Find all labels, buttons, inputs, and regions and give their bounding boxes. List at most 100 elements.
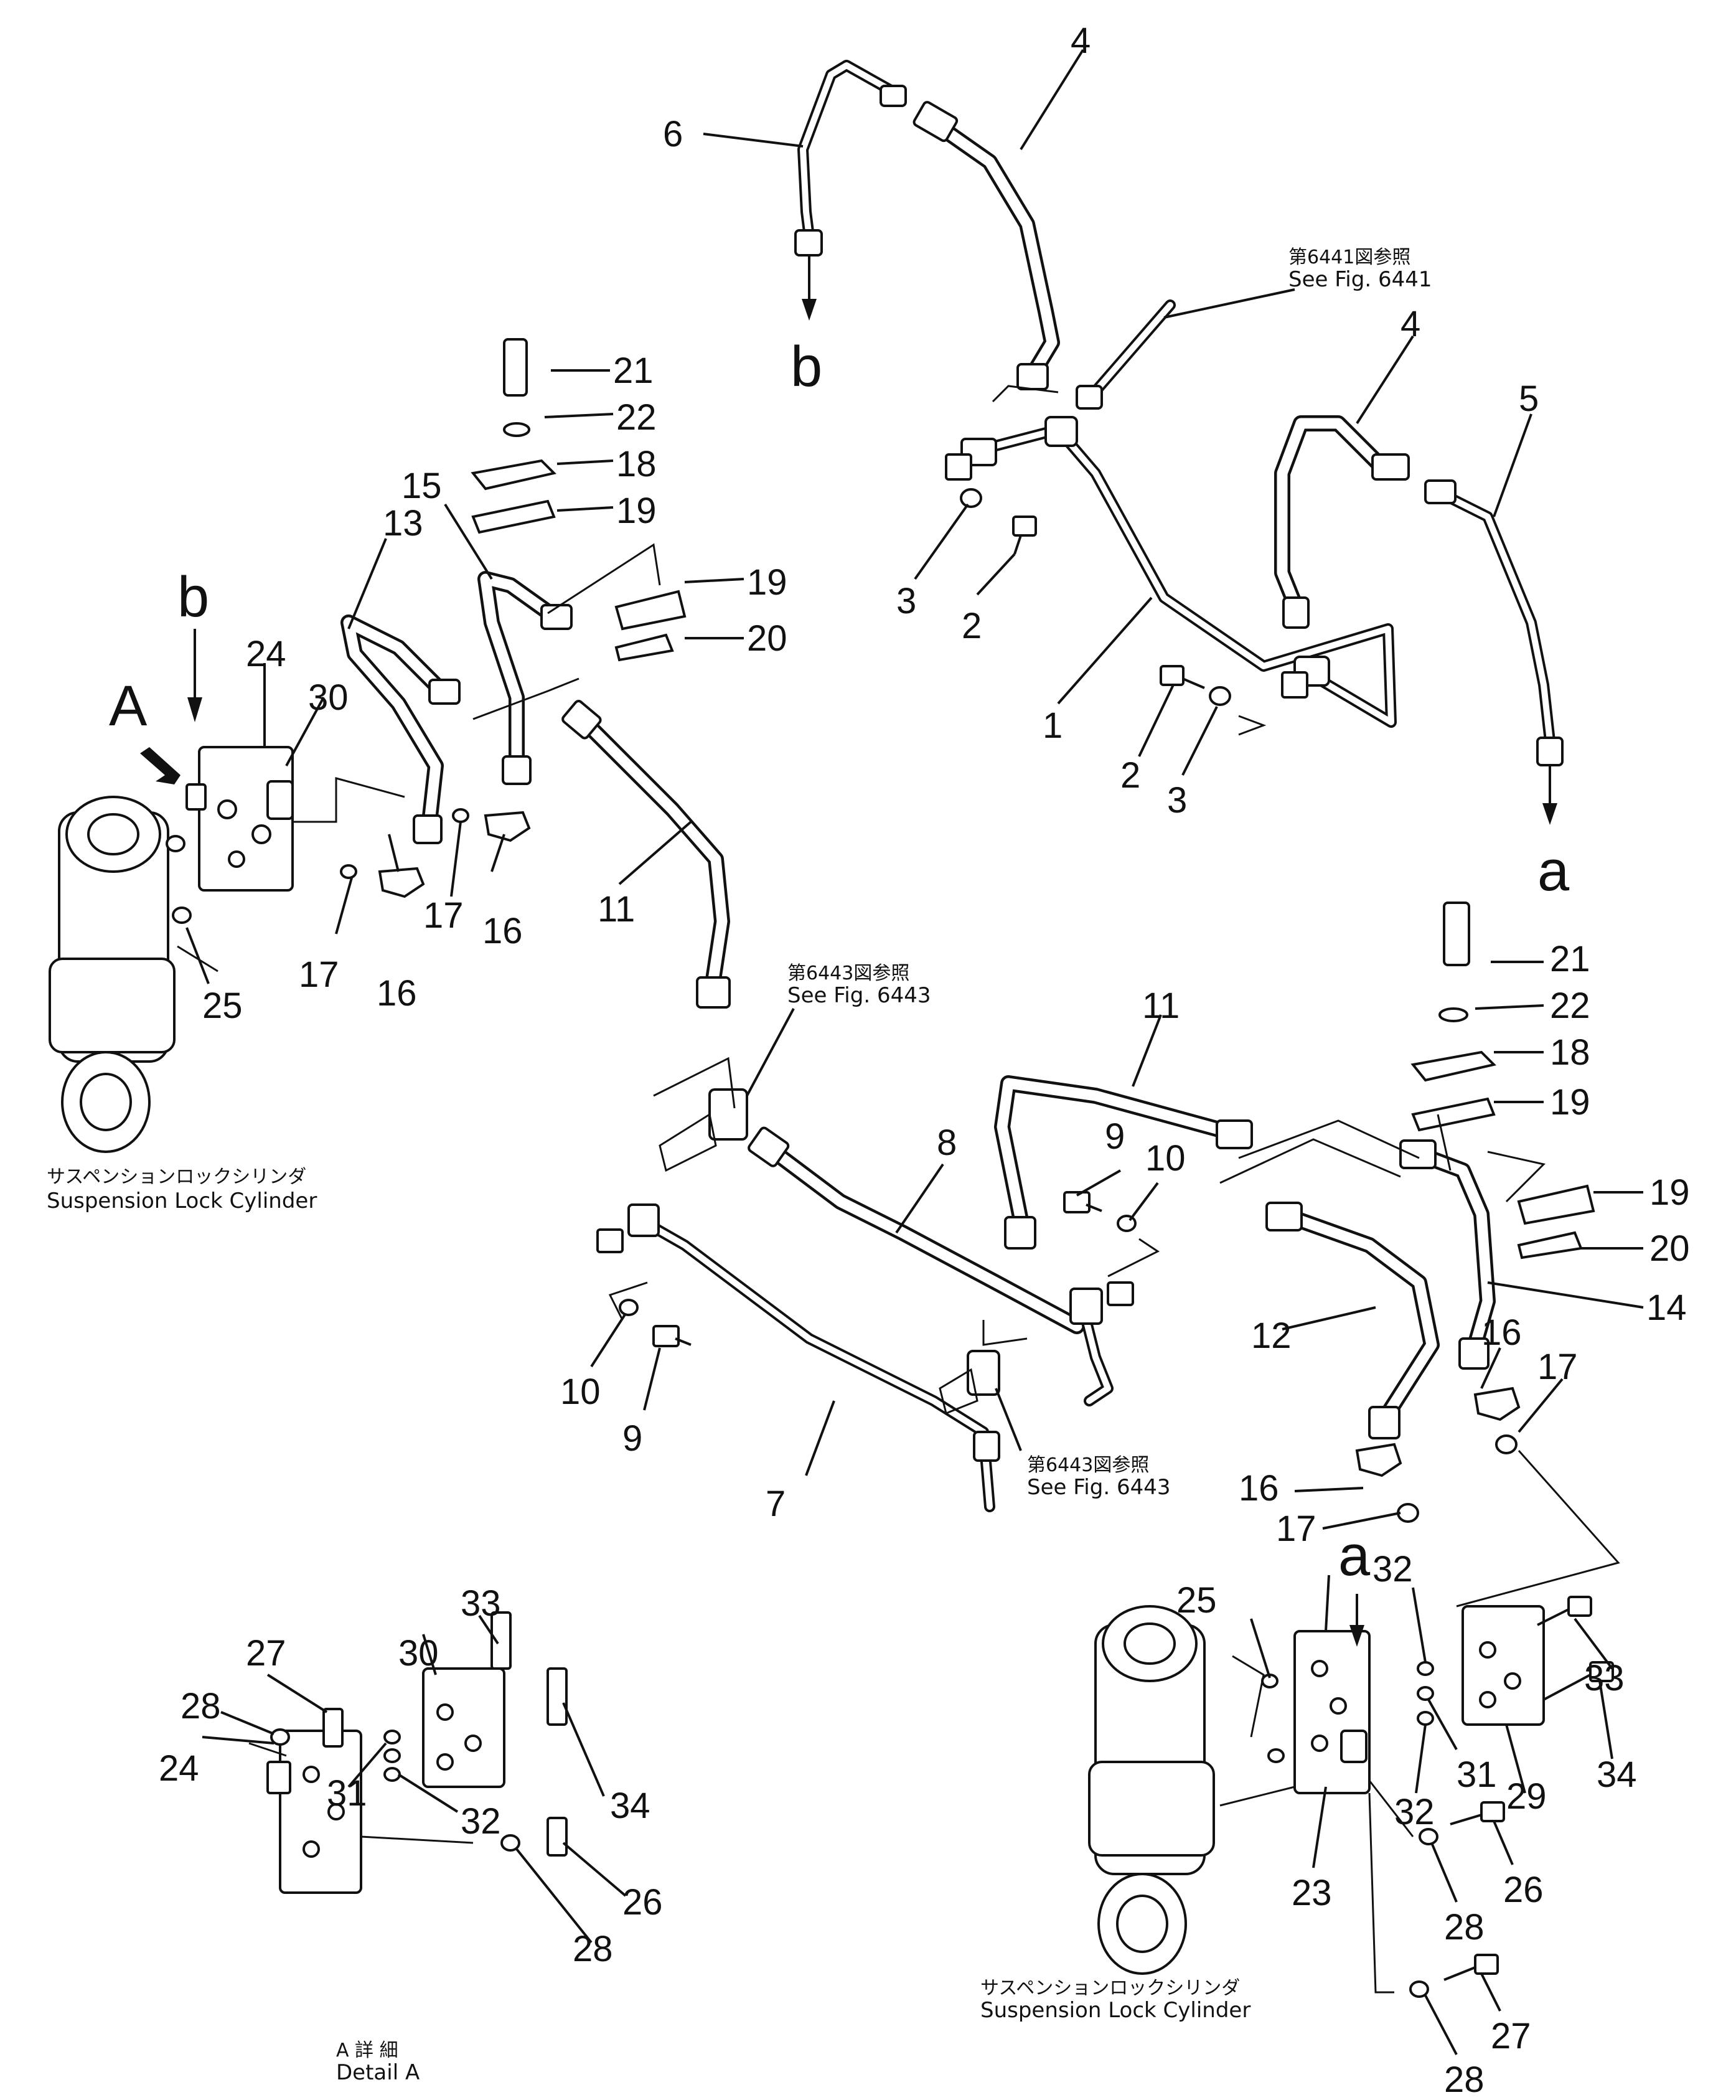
washer — [270, 1728, 290, 1746]
part-label-24: 24 — [159, 1748, 199, 1789]
part-label-13: 13 — [383, 503, 423, 544]
bracket — [945, 453, 972, 481]
o-ring — [340, 864, 357, 879]
left-cylinder-caption-en: Suspension Lock Cylinder — [47, 1189, 317, 1213]
fitting — [973, 1431, 1000, 1462]
clamp — [1411, 1097, 1496, 1132]
part-label-24: 24 — [246, 634, 286, 674]
plate — [1517, 1231, 1583, 1260]
part-label-18: 18 — [616, 444, 657, 484]
o-ring — [383, 1767, 401, 1782]
bracket — [1281, 671, 1308, 699]
fitting — [1076, 385, 1103, 410]
bolt-head — [1063, 1191, 1091, 1213]
valve-block — [279, 1730, 362, 1894]
ref-6443-top-jp: 第6443図参照 — [787, 963, 909, 984]
ref-6441-jp: 第6441図参照 — [1288, 247, 1410, 268]
detail-a — [248, 1611, 568, 1894]
part-label-21: 21 — [613, 351, 654, 391]
clamp — [471, 499, 556, 534]
bolt-head — [1160, 665, 1185, 686]
part-label-19: 19 — [1649, 1172, 1690, 1213]
ref-6441-en: See Fig. 6441 — [1288, 267, 1432, 292]
bolt — [547, 1667, 568, 1726]
hose-end — [1458, 1337, 1490, 1370]
part-label-32: 32 — [1372, 1549, 1413, 1589]
o-ring — [172, 906, 192, 924]
bracket — [596, 1228, 624, 1253]
o-ring — [166, 835, 185, 852]
captions: サスペンションロックシリンダ Suspension Lock Cylinder … — [47, 1166, 1250, 2085]
hose-end — [1004, 1216, 1036, 1250]
hose-end — [913, 101, 959, 143]
hose-end — [561, 700, 602, 740]
washer — [500, 1834, 520, 1852]
washer — [1419, 1828, 1438, 1845]
part-label-30: 30 — [308, 677, 349, 718]
elbow-fitting — [1355, 1443, 1402, 1477]
part-label-21: 21 — [1550, 939, 1590, 979]
fitting — [1536, 737, 1564, 766]
valve-block — [422, 1667, 505, 1788]
o-ring — [1417, 1686, 1434, 1701]
ref-6443-top-en: See Fig. 6443 — [787, 983, 931, 1008]
hose-end — [1282, 596, 1310, 629]
valve-block — [1293, 1630, 1371, 1794]
part-label-31: 31 — [327, 1773, 367, 1814]
part-label-20: 20 — [1649, 1228, 1690, 1269]
part-label-6: 6 — [663, 114, 683, 154]
bolt — [547, 1817, 568, 1857]
fitting-block — [708, 1088, 748, 1141]
reference-callouts: 第6441図参照 See Fig. 6441 第6443図参照 See Fig.… — [746, 247, 1432, 1500]
hose-end — [428, 679, 461, 705]
bolt-head — [1589, 1661, 1614, 1682]
part-label-28: 28 — [573, 1929, 613, 1969]
part-label-26: 26 — [622, 1882, 663, 1923]
part-label-19: 19 — [1550, 1082, 1590, 1123]
bolt-head — [1474, 1954, 1499, 1975]
bolt-head — [1012, 516, 1037, 537]
letter-b-left: b — [177, 565, 209, 629]
o-ring — [383, 1730, 401, 1745]
part-label-8: 8 — [937, 1123, 957, 1163]
clamp — [1517, 1184, 1595, 1225]
part-label-33: 33 — [461, 1583, 501, 1624]
part-label-27: 27 — [1491, 2016, 1531, 2056]
part-label-32: 32 — [1394, 1792, 1435, 1832]
part-label-34: 34 — [1597, 1754, 1637, 1795]
detail-a-caption-jp: A 詳 細 — [336, 2040, 398, 2061]
part-label-10: 10 — [1145, 1138, 1186, 1179]
bolt-head — [652, 1325, 680, 1347]
fitting — [794, 229, 823, 257]
fitting-block — [967, 1350, 1000, 1396]
center-assembly — [596, 1057, 1253, 1512]
o-ring — [1267, 1748, 1285, 1763]
bolt — [490, 1611, 512, 1670]
part-label-25: 25 — [1176, 1580, 1217, 1621]
o-ring — [1417, 1661, 1434, 1676]
part-label-26: 26 — [1503, 1870, 1544, 1910]
clamp — [1410, 1050, 1496, 1082]
o-ring — [1495, 1434, 1518, 1454]
right-cylinder — [1088, 1596, 1614, 1998]
part-label-17: 17 — [423, 895, 464, 936]
washer — [619, 1299, 639, 1316]
letter-b-top: b — [791, 335, 822, 398]
letter-A-detail: A — [109, 674, 148, 738]
part-label-5: 5 — [1519, 379, 1539, 419]
part-label-11: 11 — [598, 889, 635, 930]
ref-6443-bottom-jp: 第6443図参照 — [1027, 1454, 1149, 1476]
leader-lines — [185, 49, 1644, 2055]
hose-end — [748, 1126, 790, 1167]
part-label-25: 25 — [202, 986, 243, 1026]
part-label-19: 19 — [747, 562, 787, 603]
part-label-17: 17 — [1276, 1509, 1316, 1549]
part-label-9: 9 — [622, 1418, 642, 1459]
part-label-31: 31 — [1457, 1754, 1497, 1795]
part-label-1: 1 — [1043, 705, 1063, 746]
plate — [614, 633, 674, 662]
part-label-11: 11 — [1142, 986, 1180, 1026]
washer — [960, 488, 982, 508]
top-assembly — [794, 60, 1564, 766]
hose-end — [1399, 1139, 1437, 1169]
